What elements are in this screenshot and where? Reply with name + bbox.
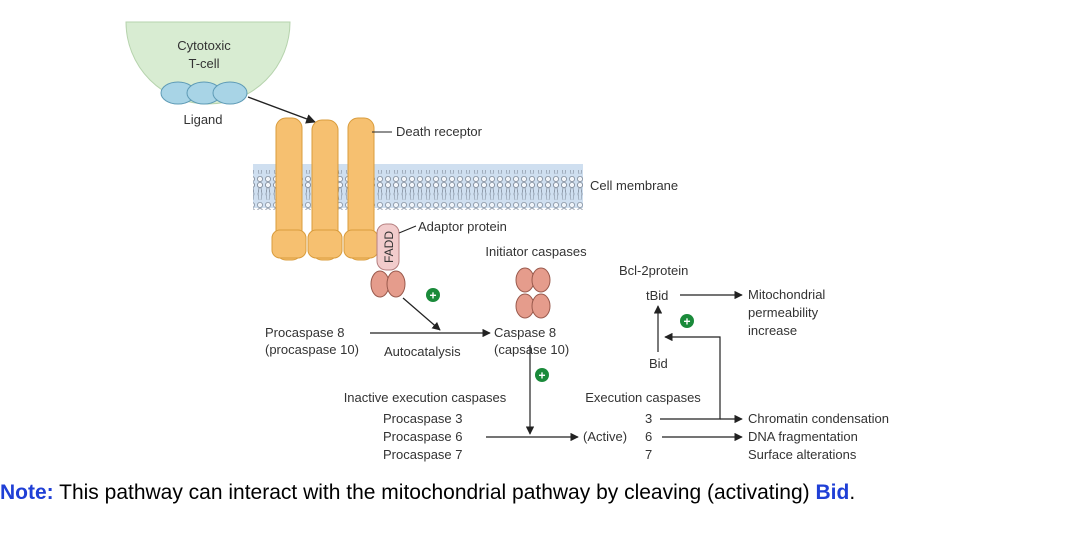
caspase-7-number: 7 bbox=[645, 447, 652, 462]
death-receptor-right bbox=[343, 117, 379, 261]
caspase-3-to-bid-arrow bbox=[660, 332, 721, 420]
caspase-3-number: 3 bbox=[645, 411, 652, 426]
plus-badge-autocatalysis: + bbox=[426, 288, 440, 303]
mitochondrial-label: Mitochondrial bbox=[748, 287, 825, 302]
ligand-molecule bbox=[160, 81, 248, 105]
fadd-label: FADD bbox=[382, 231, 396, 263]
note-key-term: Bid bbox=[815, 481, 850, 504]
death-receptor-middle bbox=[307, 119, 343, 261]
surface-alterations-label: Surface alterations bbox=[748, 447, 857, 462]
inactive-execution-caspases-label: Inactive execution caspases bbox=[344, 390, 507, 405]
fadd-adaptor-protein: FADD bbox=[376, 223, 400, 271]
bcl2-protein-label: Bcl-2protein bbox=[619, 263, 688, 278]
caspase-10-label: (capsase 10) bbox=[494, 342, 569, 357]
plus-badge-execution: + bbox=[535, 368, 549, 383]
autocatalysis-arrow bbox=[402, 297, 441, 331]
autocatalysis-label: Autocatalysis bbox=[384, 344, 461, 359]
caspase-8-label: Caspase 8 bbox=[494, 325, 556, 340]
note-end: . bbox=[849, 481, 856, 504]
adaptor-protein-label: Adaptor protein bbox=[418, 219, 507, 234]
death-receptor-label: Death receptor bbox=[396, 124, 483, 139]
apoptosis-pathway-diagram: Cytotoxic T-cell Ligand Cell membrane De… bbox=[125, 21, 889, 462]
ligand-binding-arrow bbox=[247, 96, 316, 124]
caspase-6-number: 6 bbox=[645, 429, 652, 444]
death-receptor-trimer bbox=[271, 117, 379, 261]
tbid-label: tBid bbox=[646, 288, 668, 303]
svg-text:+: + bbox=[429, 289, 436, 303]
procaspase-8-molecule bbox=[370, 270, 406, 298]
death-receptor-left bbox=[271, 117, 307, 261]
bid-label: Bid bbox=[649, 356, 668, 371]
cytotoxic-t-cell: Cytotoxic T-cell bbox=[125, 21, 291, 105]
increase-label: increase bbox=[748, 323, 797, 338]
chromatin-condensation-label: Chromatin condensation bbox=[748, 411, 889, 426]
procaspase-6-label: Procaspase 6 bbox=[383, 429, 463, 444]
procaspase-10-label: (procaspase 10) bbox=[265, 342, 359, 357]
plus-badge-bid: + bbox=[680, 314, 694, 329]
dna-fragmentation-label: DNA fragmentation bbox=[748, 429, 858, 444]
note-caption: Note: This pathway can interact with the… bbox=[0, 481, 1077, 505]
procaspase-8-label: Procaspase 8 bbox=[265, 325, 345, 340]
permeability-label: permeability bbox=[748, 305, 819, 320]
cell-membrane-label: Cell membrane bbox=[590, 178, 678, 193]
procaspase-3-label: Procaspase 3 bbox=[383, 411, 463, 426]
procaspase-7-label: Procaspase 7 bbox=[383, 447, 463, 462]
note-body: This pathway can interact with the mitoc… bbox=[53, 481, 816, 504]
cell-membrane bbox=[253, 164, 583, 210]
ligand-label: Ligand bbox=[183, 112, 222, 127]
t-cell-label-line2: T-cell bbox=[188, 56, 219, 71]
svg-text:+: + bbox=[538, 369, 545, 383]
execution-caspases-label: Execution caspases bbox=[585, 390, 701, 405]
t-cell-label-line1: Cytotoxic bbox=[177, 38, 231, 53]
caspase-8-dimer bbox=[515, 267, 551, 319]
svg-text:+: + bbox=[683, 315, 690, 329]
note-head: Note: bbox=[0, 481, 54, 504]
active-label: (Active) bbox=[583, 429, 627, 444]
initiator-caspases-label: Initiator caspases bbox=[485, 244, 587, 259]
